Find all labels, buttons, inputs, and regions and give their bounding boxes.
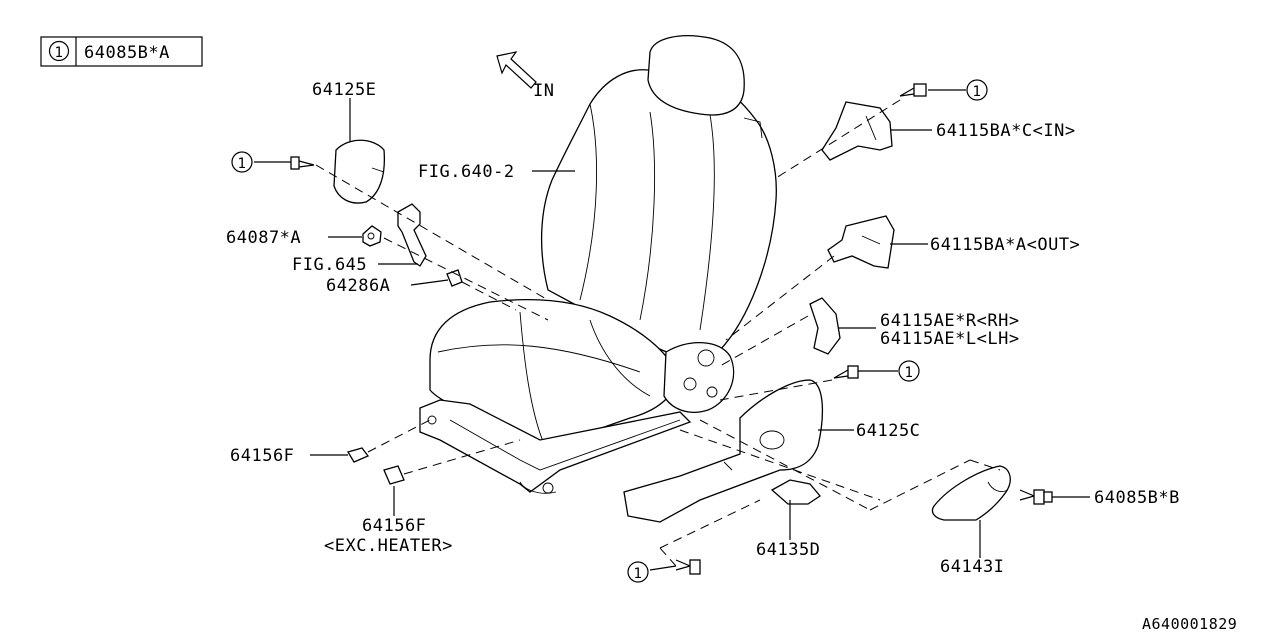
label-64135d: 64135D [756,540,820,560]
part-64115ba-c-bracket [821,101,893,161]
bolt-64085b-b [1019,489,1053,505]
part-64143i-cover [931,465,1011,521]
label-64125e: 64125E [312,80,376,100]
reference-code: A640001829 [1142,615,1237,633]
part-64115ae-clip [809,297,841,355]
direction-label: IN [533,81,554,101]
svg-text:1: 1 [973,84,982,100]
part-64156f-pad-a [347,447,370,463]
bolt-mid-right [833,365,859,379]
part-64125e-cover [333,139,386,204]
legend-symbol: 1 [55,45,64,61]
bolt-right-top [899,83,927,97]
label-64125c: 64125C [856,421,920,441]
seat-illustration [419,35,777,494]
label-exc-heater: <EXC.HEATER> [324,536,453,556]
svg-text:1: 1 [634,566,643,582]
callout-circle-top-right: 1 [966,79,988,101]
legend-part-number: 64085B*A [84,43,170,63]
label-64087-a: 64087*A [226,228,301,248]
legend-box: 1 64085B*A [40,36,203,67]
callout-circle-bottom: 1 [627,561,649,583]
label-64115ba-a-out: 64115BA*A<OUT> [930,235,1080,255]
label-64115ba-c-in: 64115BA*C<IN> [936,121,1076,141]
svg-text:1: 1 [905,365,914,381]
svg-text:1: 1 [238,156,247,172]
assembly-lines [315,99,1001,567]
callout-circle-left: 1 [231,151,253,173]
label-fig645: FIG.645 [292,255,367,275]
leader-lines [254,89,1090,571]
label-64115ae-l-lh: 64115AE*L<LH> [880,329,1020,349]
label-64115ae-r-rh: 64115AE*R<RH> [880,311,1020,331]
bolt-bottom [675,559,701,575]
label-64286a: 64286A [326,276,390,296]
direction-arrow: IN [496,51,554,101]
label-fig640-2: FIG.640-2 [418,162,515,182]
part-64087-nut [362,225,382,247]
part-64156f-pad-b [383,465,405,485]
label-64085b-b: 64085B*B [1094,488,1180,508]
part-64115ba-a-bracket [827,215,895,269]
label-64156f-b: 64156F [362,516,426,536]
callout-circle-mid-right: 1 [898,360,920,382]
part-fig645-lever [397,203,427,267]
part-64135d-bracket [770,479,821,505]
bolt-left-top [290,156,315,170]
part-64286a-washer [446,269,463,287]
label-64143i: 64143I [940,557,1004,577]
label-64156f-a: 64156F [230,446,294,466]
